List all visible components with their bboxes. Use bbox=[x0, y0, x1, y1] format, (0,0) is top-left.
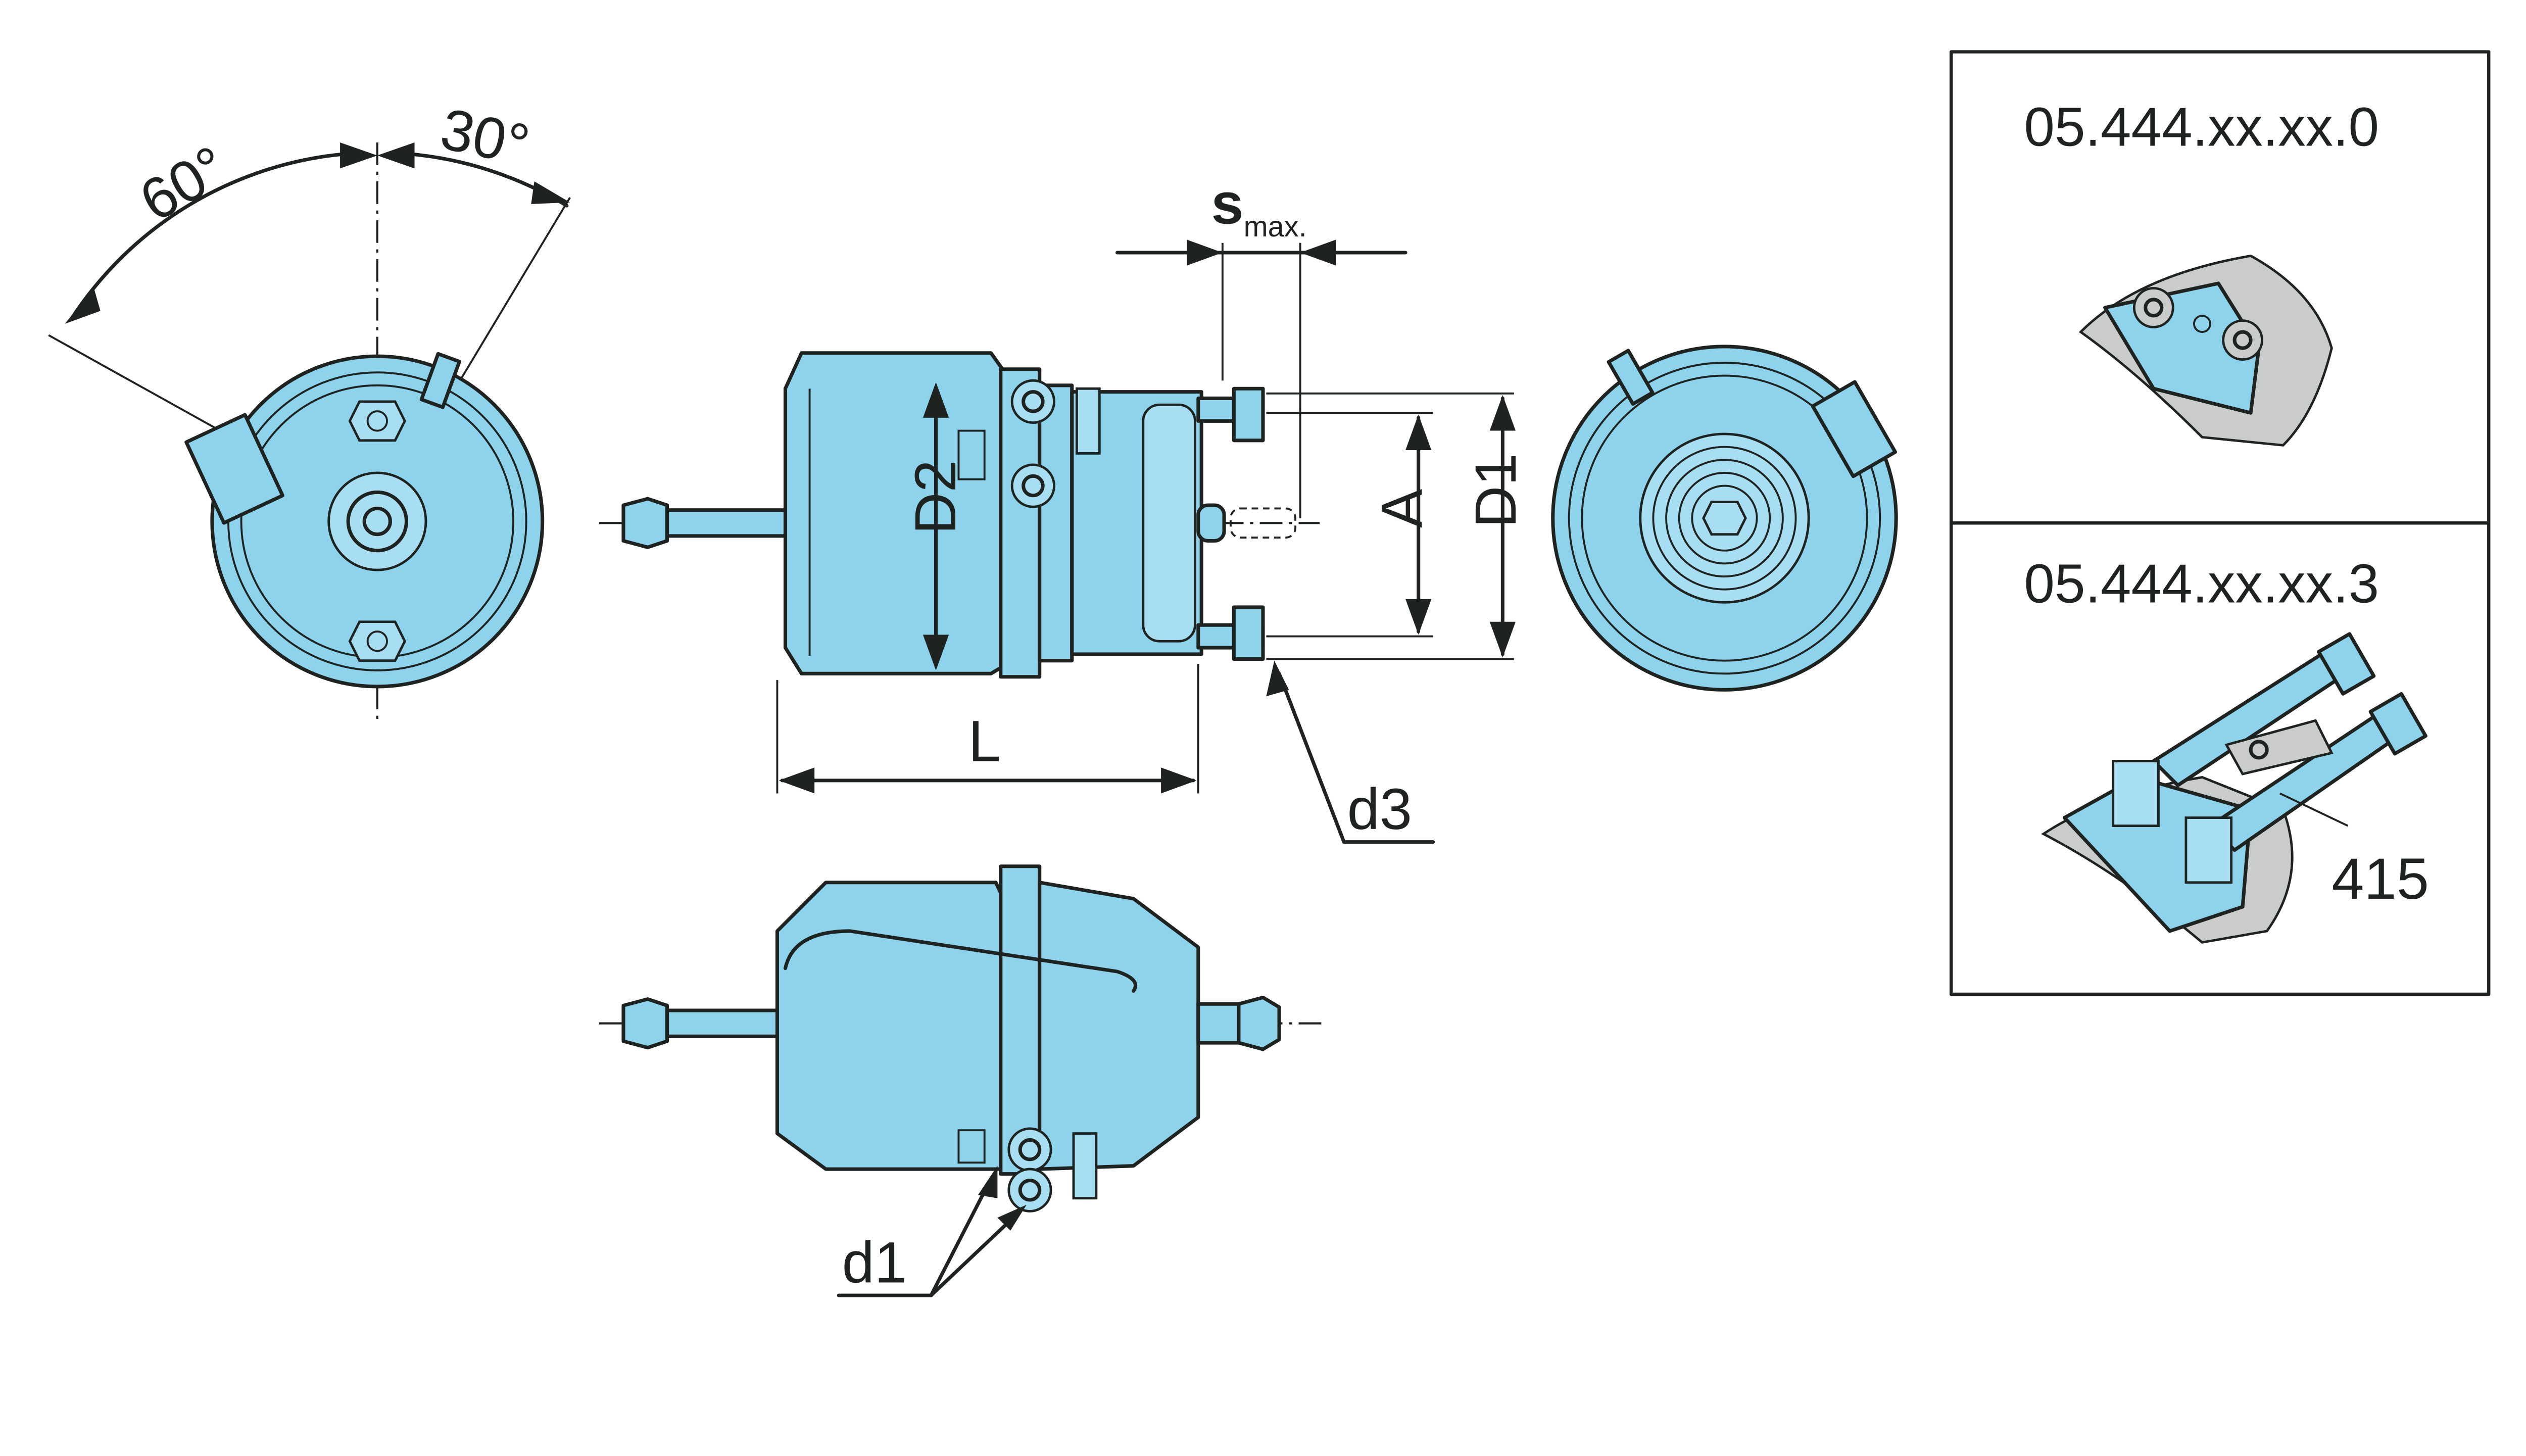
angle-60-label: 60° bbox=[129, 134, 238, 234]
stroke-max-subscript: max. bbox=[1244, 211, 1307, 243]
stroke-smax-label: smax. bbox=[1211, 171, 1306, 243]
technical-drawing: 60° 30° D2 A D bbox=[48, 50, 2491, 1297]
dimension-l-label: L bbox=[968, 709, 1001, 773]
callout-415: 415 bbox=[2331, 847, 2429, 911]
variant-panel: 05.444.xx.xx.0 05.444.xx.xx.3 415 bbox=[1949, 50, 2491, 996]
stroke-s-text: s bbox=[1211, 171, 1243, 236]
right-end-view bbox=[1551, 345, 1898, 692]
bottom-view: d1 bbox=[599, 864, 1328, 1297]
variant-0-detail bbox=[2078, 254, 2333, 447]
variant-code-0: 05.444.xx.xx.0 bbox=[2024, 96, 2379, 158]
dimension-d2-label: D2 bbox=[903, 460, 968, 535]
left-end-view: 60° 30° bbox=[48, 96, 571, 721]
dimension-d1-label: D1 bbox=[1464, 453, 1528, 528]
angle-30-label: 30° bbox=[435, 96, 535, 178]
variant-3-detail: 415 bbox=[2041, 632, 2429, 944]
thread-d3-label: d3 bbox=[1347, 777, 1412, 842]
port-d1-label: d1 bbox=[842, 1230, 907, 1295]
variant-code-3: 05.444.xx.xx.3 bbox=[2024, 553, 2379, 614]
dimension-a-label: A bbox=[1370, 489, 1434, 528]
side-view: D2 A D1 L smax. d3 bbox=[599, 171, 1528, 844]
